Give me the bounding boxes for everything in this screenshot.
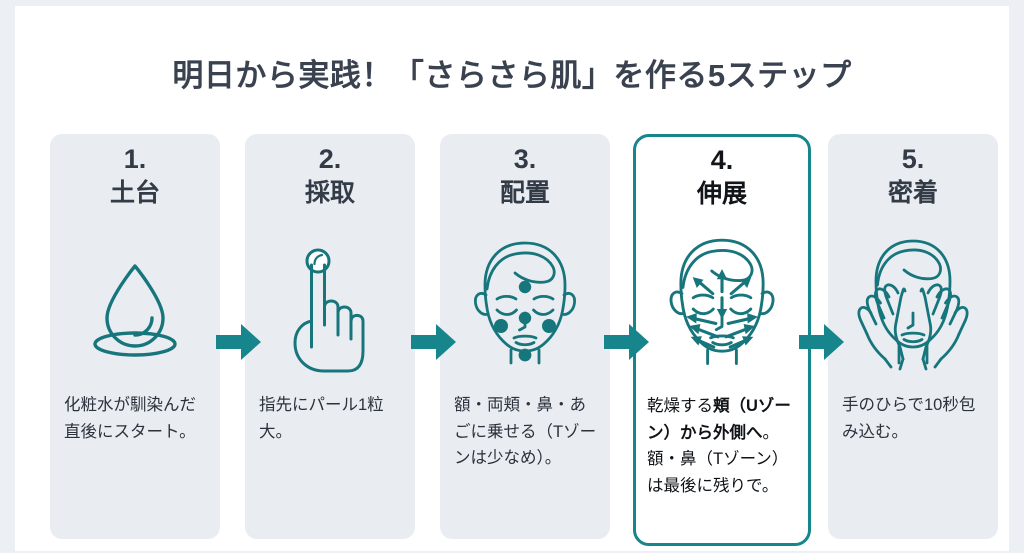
step-card-2[interactable]: 2. 採取 (245, 134, 415, 539)
pointing-finger-pearl-icon (270, 243, 390, 378)
step-number-1: 1. (123, 144, 147, 174)
step-name-3: 配置 (499, 179, 550, 207)
step-number-4: 4. (710, 145, 734, 175)
step-caption-4-part-2-bold: 頬（Uゾーン）から外側へ (647, 397, 791, 442)
step-name-4: 伸展 (696, 180, 747, 208)
steps-row: 1. 土台 化粧水が馴染んだ直後にスタート。 2. 採取 (15, 134, 1009, 546)
step-caption-1: 化粧水が馴染んだ直後にスタート。 (64, 396, 196, 441)
step-caption-2: 指先にパール1粒大。 (259, 396, 384, 441)
step-card-4[interactable]: 4. 伸展 (633, 134, 811, 546)
step-number-2: 2. (318, 144, 342, 174)
step-card-1[interactable]: 1. 土台 化粧水が馴染んだ直後にスタート。 (50, 134, 220, 539)
step-name-5: 密着 (887, 179, 938, 207)
page-title: 明日から実践！「さらさら肌」を作る5ステップ (172, 58, 852, 93)
step-name-2: 採取 (304, 179, 355, 207)
step-icon-3 (440, 238, 610, 383)
face-with-spread-arrows-icon (654, 234, 790, 385)
step-number-5: 5. (901, 144, 925, 174)
arrow-icon-1 (216, 322, 262, 362)
step-caption-3: 額・両頬・鼻・あごに乗せる（Tゾーンは少なめ）。 (454, 396, 597, 468)
step-caption-4: 乾燥する頬（Uゾーン）から外側へ。額・鼻（Tゾーン）は最後に残りで。 (647, 393, 800, 500)
arrow-icon-4 (799, 322, 845, 362)
water-droplet-icon (75, 248, 195, 373)
step-caption-5: 手のひらで10秒包み込む。 (842, 396, 976, 441)
step-icon-2 (245, 238, 415, 383)
arrow-icon-2 (411, 322, 457, 362)
step-name-1: 土台 (109, 179, 160, 207)
step-caption-4-part-3: 。額・鼻（Tゾーン）は最後に残りで。 (647, 423, 789, 496)
arrow-icon-3 (604, 322, 650, 362)
infographic-page: 明日から実践！「さらさら肌」を作る5ステップ 1. 土台 化粧水が馴染んだ直後に… (15, 6, 1009, 551)
step-card-5[interactable]: 5. 密着 (828, 134, 998, 539)
step-icon-1 (50, 238, 220, 383)
step-caption-4-part-1: 乾燥する (647, 397, 713, 415)
step-icon-5 (828, 238, 998, 383)
step-card-3[interactable]: 3. 配置 (440, 134, 610, 539)
step-number-3: 3. (513, 144, 537, 174)
hands-pressing-face-icon (843, 235, 983, 386)
face-with-dots-icon (459, 237, 591, 384)
step-icon-4 (636, 237, 808, 382)
